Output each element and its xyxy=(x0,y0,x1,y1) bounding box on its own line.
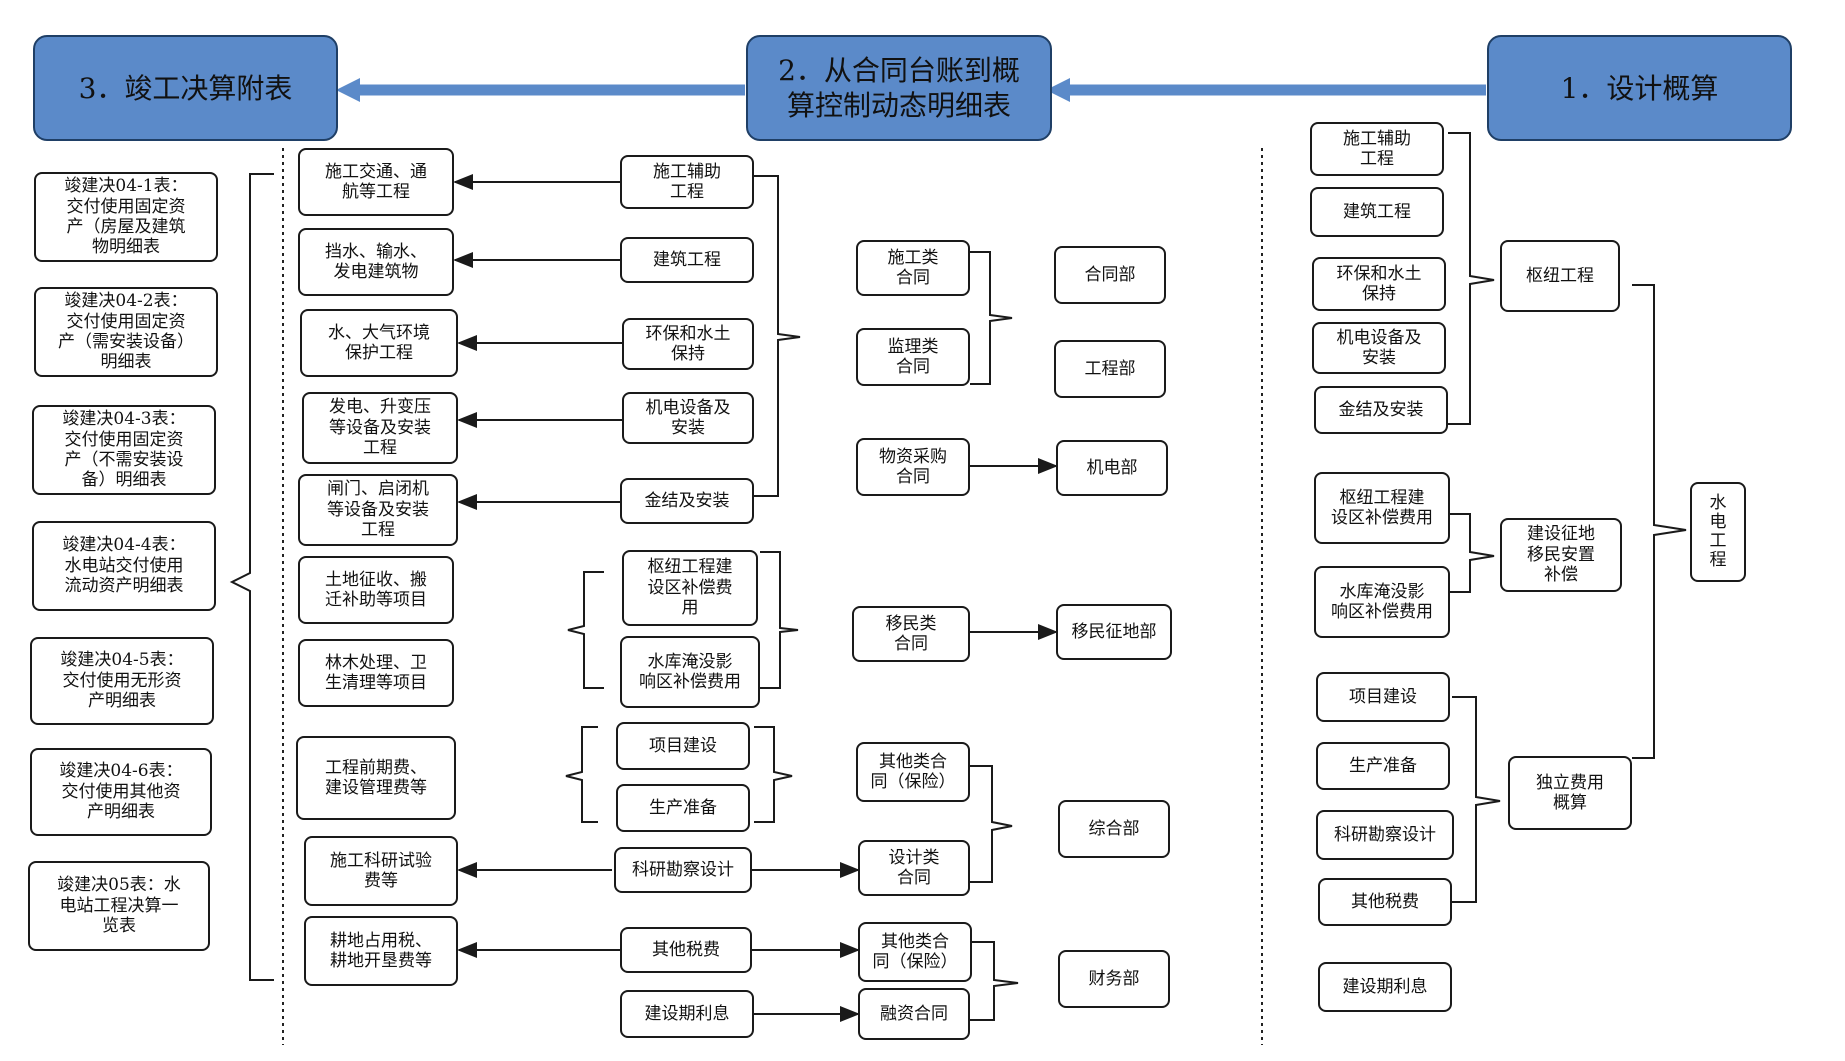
estimate-item-hub-compensation: 枢纽工程建 设区补偿费用 xyxy=(1314,472,1450,544)
estimate-item-metal: 金结及安装 xyxy=(1314,386,1448,434)
project-item-power-equipment: 发电、升变压 等设备及安装 工程 xyxy=(302,392,458,464)
estimate-item-project-construction: 项目建设 xyxy=(1316,672,1450,722)
contract-other-insurance-2: 其他类合 同（保险） xyxy=(858,922,972,982)
estimate-item-production-prep: 生产准备 xyxy=(1316,742,1450,790)
contract-resettlement: 移民类 合同 xyxy=(852,606,970,662)
dept-mechanical-electrical: 机电部 xyxy=(1056,440,1168,496)
budget-item-environment: 环保和水土 保持 xyxy=(622,318,754,370)
budget-item-metal: 金结及安装 xyxy=(620,478,754,524)
dept-engineering: 工程部 xyxy=(1054,340,1166,398)
final-table-04-5: 竣建决04-5表： 交付使用无形资 产明细表 xyxy=(30,637,214,725)
dept-resettlement: 移民征地部 xyxy=(1056,604,1172,660)
dept-finance: 财务部 xyxy=(1058,950,1170,1008)
ledger-header: 2．从合同台账到概 算控制动态明细表 xyxy=(746,35,1052,141)
dept-general: 综合部 xyxy=(1058,800,1170,858)
project-item-traffic: 施工交通、通 航等工程 xyxy=(298,148,454,216)
budget-item-building: 建筑工程 xyxy=(620,237,754,283)
project-item-land-tax: 耕地占用税、 耕地开垦费等 xyxy=(304,916,458,986)
contract-construction: 施工类 合同 xyxy=(856,240,970,296)
estimate-item-other-tax: 其他税费 xyxy=(1318,878,1452,926)
final-table-04-1: 竣建决04-1表： 交付使用固定资 产（房屋及建筑 物明细表 xyxy=(34,172,218,262)
contract-financing: 融资合同 xyxy=(858,988,970,1040)
project-item-gates: 闸门、启闭机 等设备及安装 工程 xyxy=(298,474,458,546)
budget-item-project-construction: 项目建设 xyxy=(616,722,750,770)
estimate-group-resettlement: 建设征地 移民安置 补偿 xyxy=(1500,518,1622,592)
contract-design: 设计类 合同 xyxy=(858,840,970,896)
estimate-item-auxiliary: 施工辅助 工程 xyxy=(1310,122,1444,176)
estimate-item-survey-design: 科研勘察设计 xyxy=(1316,810,1454,860)
header-arrows xyxy=(336,78,1486,102)
budget-item-survey-design: 科研勘察设计 xyxy=(614,847,752,893)
final-table-04-6: 竣建决04-6表： 交付使用其他资 产明细表 xyxy=(30,748,212,836)
estimate-group-hub: 枢纽工程 xyxy=(1500,240,1620,312)
final-table-04-3: 竣建决04-3表： 交付使用固定资 产（不需安装设 备）明细表 xyxy=(32,405,216,495)
budget-item-reservoir-compensation: 水库淹没影 响区补偿费用 xyxy=(620,636,760,708)
budget-item-interest: 建设期利息 xyxy=(620,990,754,1038)
estimate-item-environment: 环保和水土 保持 xyxy=(1312,257,1446,311)
dept-contract: 合同部 xyxy=(1054,246,1166,304)
final-table-04-2: 竣建决04-2表： 交付使用固定资 产（需安装设备） 明细表 xyxy=(34,287,218,377)
project-item-preliminary: 工程前期费、 建设管理费等 xyxy=(296,736,456,820)
estimate-item-reservoir-compensation: 水库淹没影 响区补偿费用 xyxy=(1314,566,1450,638)
budget-item-equipment: 机电设备及 安装 xyxy=(622,392,754,444)
project-item-research: 施工科研试验 费等 xyxy=(304,836,458,906)
project-item-water-retaining: 挡水、输水、 发电建筑物 xyxy=(298,228,454,296)
contract-other-insurance-1: 其他类合 同（保险） xyxy=(856,742,970,802)
estimate-header: 1．设计概算 xyxy=(1487,35,1792,141)
root-hydropower-project: 水 电 工 程 xyxy=(1690,482,1746,582)
contract-supervision: 监理类 合同 xyxy=(856,328,970,386)
estimate-item-building: 建筑工程 xyxy=(1310,187,1444,237)
estimate-item-interest: 建设期利息 xyxy=(1318,962,1452,1012)
estimate-item-equipment: 机电设备及 安装 xyxy=(1312,322,1446,374)
final-accounts-header: 3．竣工决算附表 xyxy=(33,35,338,141)
project-item-land-acquisition: 土地征收、搬 迁补助等项目 xyxy=(298,556,454,624)
budget-item-production-prep: 生产准备 xyxy=(616,784,750,832)
final-table-05: 竣建决05表：水 电站工程决算一 览表 xyxy=(28,861,210,951)
budget-item-auxiliary: 施工辅助 工程 xyxy=(620,155,754,209)
budget-item-hub-compensation: 枢纽工程建 设区补偿费 用 xyxy=(622,550,758,626)
project-item-forest-clearing: 林木处理、卫 生清理等项目 xyxy=(298,639,454,707)
project-item-environment: 水、大气环境 保护工程 xyxy=(300,309,458,377)
budget-item-other-tax: 其他税费 xyxy=(620,927,752,973)
estimate-group-independent: 独立费用 概算 xyxy=(1508,756,1632,830)
final-table-04-4: 竣建决04-4表： 水电站交付使用 流动资产明细表 xyxy=(32,521,216,611)
connectors xyxy=(229,132,1687,1022)
contract-procurement: 物资采购 合同 xyxy=(856,438,970,496)
